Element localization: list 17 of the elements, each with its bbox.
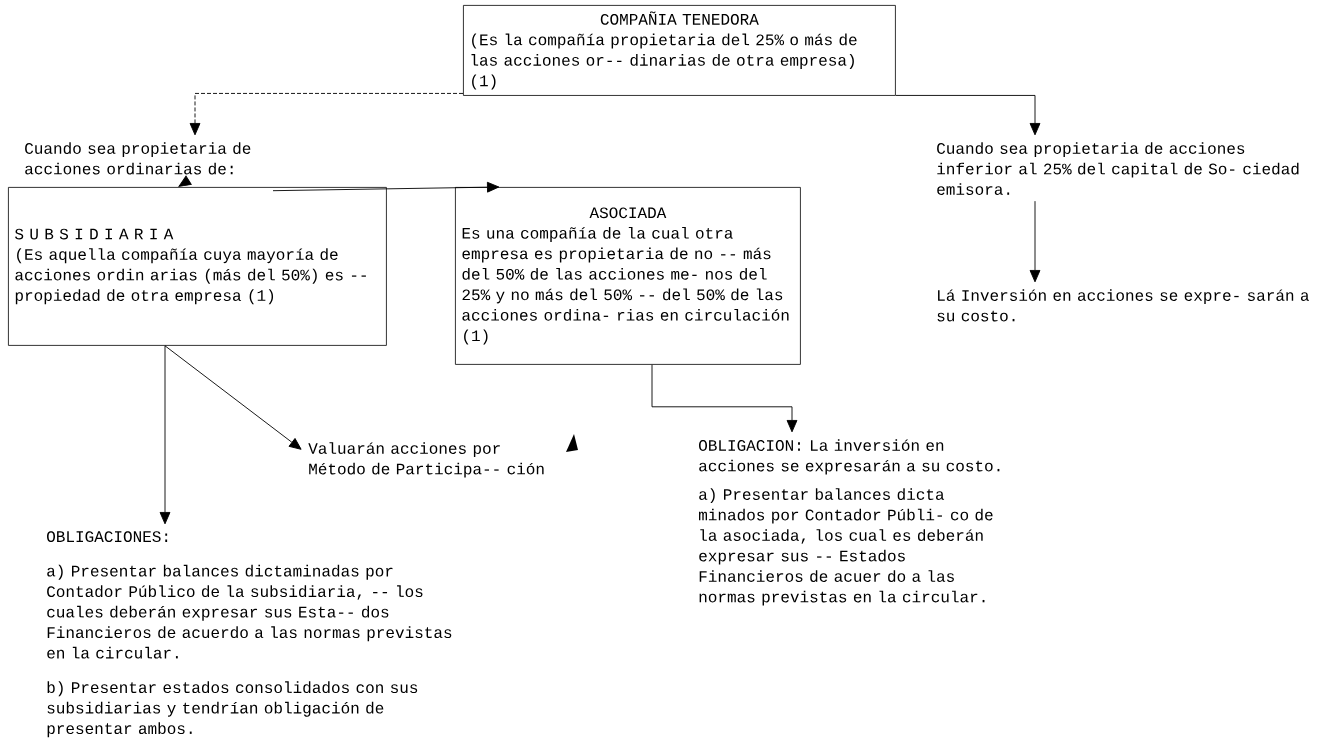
note-text: Cuando sea propietaria de acciones inferior al 25% del capital de So- ciedad emisora.	[937, 142, 1299, 195]
note-text: Lá Inversión en acciones se expre- sarán a su costo.	[937, 289, 1309, 322]
note-text: OBLIGACIONES: a) Presentar balances dictaminadas por Contador Público de la subsidiaria, -- los cuales deberán expresar sus Esta-- dos Financieros de acuerdo a las normas previstas en la circular. b) Presentar estados consolidados con sus subsidiarias y tendrían obligación de presentar ambos.	[47, 531, 452, 738]
definition-box: COMPAÑIA TENEDORA (Es la compañía propietaria del 25% o más de las acciones or-- dinarias de otra empresa) (1)	[463, 5, 896, 96]
arrow	[895, 95, 1041, 136]
note-text: Cuando sea propietaria de acciones ordinarias de:	[25, 142, 251, 175]
arrow	[1029, 200, 1041, 283]
note-text: Valuarán acciones por Método de Participa-- ción	[308, 442, 544, 478]
definition-box: S U B S I D I A R I A (Es aquella compañía cuya mayoría de acciones ordin arias (más del 50%) es -- propiedad de otra empresa (1)	[8, 187, 387, 346]
arrow	[164, 345, 302, 450]
note-text: OBLIGACION: La inversión en acciones se expresarán a su costo. a) Presentar balances dicta minados por Contador Públi- co de la asociada, los cual es deberán expresar sus -- Estados Financieros de acuer do a las normas previstas en la circular.	[699, 439, 1000, 606]
arrow	[272, 181, 500, 193]
arrow	[189, 93, 464, 136]
definition-box: ASOCIADA Es una compañía de la cual otra empresa es propietaria de no -- más del 50% de las acciones me- nos del 25% y no más del 50% -- del 50% de las acciones ordina- rias en circulación (1)	[455, 187, 801, 365]
arrow	[651, 364, 798, 433]
arrow	[159, 345, 171, 525]
arrow	[178, 175, 192, 187]
